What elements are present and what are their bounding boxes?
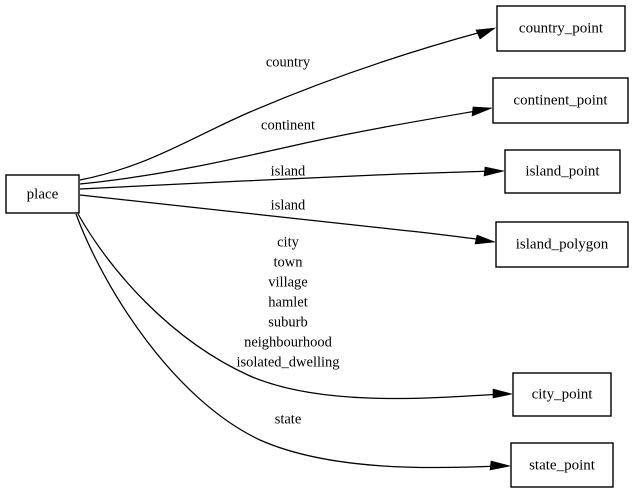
node-country_point[interactable]: country_point xyxy=(496,5,626,52)
node-label: city_point xyxy=(532,386,594,402)
node-label: place xyxy=(27,186,59,202)
edge-label-country: country xyxy=(266,54,311,70)
edge-place-to-island_polygon[interactable] xyxy=(79,194,496,245)
node-place[interactable]: place xyxy=(5,174,80,214)
node-state_point[interactable]: state_point xyxy=(510,442,614,488)
node-island_polygon[interactable]: island_polygon xyxy=(495,221,629,268)
edge-label-place-types: city town village hamlet suburb neighbou… xyxy=(236,234,339,370)
edge-place-to-city_point[interactable] xyxy=(77,213,513,400)
node-city_point[interactable]: city_point xyxy=(512,372,612,417)
arrow-head-icon xyxy=(475,27,497,40)
edge-place-to-country_point[interactable] xyxy=(79,27,497,181)
node-label: state_point xyxy=(529,457,596,473)
node-label: island_point xyxy=(525,163,600,179)
edge-place-to-island_point[interactable] xyxy=(79,166,505,190)
arrow-head-icon xyxy=(489,460,511,471)
edge-label-line: city xyxy=(277,234,299,250)
edge-place-to-state_point[interactable] xyxy=(75,213,511,471)
node-box xyxy=(5,174,80,214)
edge-path xyxy=(79,170,495,190)
node-label: continent_point xyxy=(513,92,608,108)
node-label: island_polygon xyxy=(516,236,609,252)
node-box xyxy=(512,372,612,417)
edge-label-group: country continent island island city tow… xyxy=(236,54,339,427)
edge-label-line: village xyxy=(268,274,307,290)
edge-label-line: hamlet xyxy=(268,294,307,310)
arrow-head-icon xyxy=(483,166,505,177)
edge-path xyxy=(79,194,486,241)
arrow-head-icon xyxy=(474,234,496,245)
arrow-head-icon xyxy=(492,388,513,399)
node-group: place country_point continent_point isla… xyxy=(5,5,629,488)
edge-label-island-point: island xyxy=(271,163,306,179)
edge-label-line: isolated_dwelling xyxy=(236,354,339,370)
node-box xyxy=(495,221,629,268)
edge-label-line: neighbourhood xyxy=(244,334,333,350)
node-box xyxy=(504,149,621,194)
edge-place-to-continent_point[interactable] xyxy=(79,106,493,185)
node-box xyxy=(492,77,629,124)
edge-path xyxy=(75,213,501,469)
edge-path xyxy=(79,30,486,181)
edge-label-island-polygon: island xyxy=(271,197,306,213)
edge-path xyxy=(79,109,483,185)
node-island_point[interactable]: island_point xyxy=(504,149,621,194)
edge-label-line: suburb xyxy=(268,314,307,330)
node-box xyxy=(496,5,626,52)
node-box xyxy=(510,442,614,488)
edge-label-state: state xyxy=(275,411,302,427)
arrow-head-icon xyxy=(471,106,493,117)
edge-path xyxy=(77,213,503,400)
node-continent_point[interactable]: continent_point xyxy=(492,77,629,124)
edge-label-line: town xyxy=(274,254,304,270)
edge-label-continent: continent xyxy=(261,117,315,133)
node-label: country_point xyxy=(519,20,604,36)
edge-group xyxy=(75,27,513,471)
